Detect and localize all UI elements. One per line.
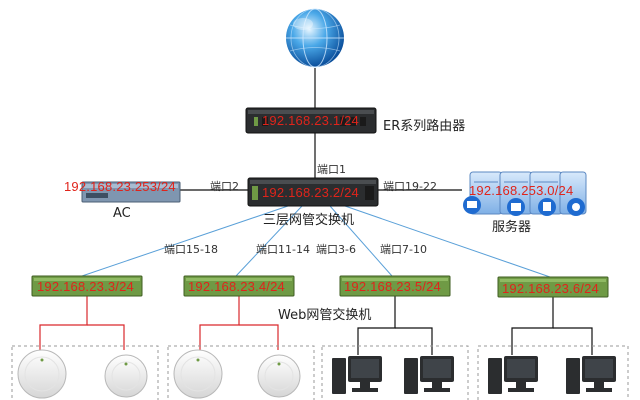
- port-sw3-label: 端口3-6: [316, 243, 356, 256]
- pc-link-4a: [511, 296, 554, 355]
- uplink-sw3: [329, 205, 393, 277]
- pc-4b-icon: [566, 356, 616, 394]
- ac-name-label: AC: [113, 206, 131, 221]
- core-switch-ip-label: 192.168.23.2/24: [262, 185, 359, 200]
- access-switch-3-icon: [339, 275, 451, 297]
- port-ac-label: 端口2: [210, 180, 239, 193]
- ap-link-1b: [87, 324, 125, 350]
- core-switch-device-icon: [247, 177, 379, 207]
- pc-link-3b: [395, 327, 433, 355]
- access-point-1a-icon: [17, 349, 67, 399]
- access-point-2b-icon: [257, 354, 301, 398]
- router-device-icon: [245, 107, 377, 134]
- port-sw2-label: 端口11-14: [256, 243, 310, 256]
- pc-3b-icon: [404, 356, 454, 394]
- pc-4a-icon: [488, 356, 538, 394]
- uplink-sw2: [235, 205, 303, 277]
- ap-link-1a: [39, 296, 88, 350]
- core-switch-name-label: 三层网管交换机: [263, 213, 355, 228]
- ap-group-2: [167, 345, 315, 400]
- access-switch-4-icon: [497, 276, 609, 298]
- router-ip-label: 192.168.23.1/24: [262, 113, 359, 128]
- ap-group-1: [11, 345, 159, 400]
- pc-link-4b: [553, 327, 593, 355]
- internet-globe-icon: [286, 8, 344, 68]
- web-switch-label: Web网管交换机: [278, 308, 372, 323]
- access-point-2a-icon: [173, 349, 223, 399]
- uplink-sw4: [344, 205, 551, 278]
- port-uplink-label: 端口1: [317, 163, 346, 176]
- access-switch-2-ip-label: 192.168.23.4/24: [188, 279, 285, 294]
- access-switch-1-ip-label: 192.168.23.3/24: [37, 279, 134, 294]
- port-sw1-label: 端口15-18: [164, 243, 218, 256]
- ap-link-2a: [199, 296, 240, 350]
- server-name-label: 服务器: [492, 220, 532, 235]
- access-switch-2-icon: [183, 275, 295, 297]
- access-point-1b-icon: [104, 354, 148, 398]
- pc-group-4: [477, 345, 629, 400]
- ac-ip-label: 192.168.23.253/24: [64, 179, 176, 194]
- ac-device-icon: [81, 181, 181, 203]
- server-ip-label: 192.168.253.0/24: [469, 183, 574, 198]
- access-switch-3-ip-label: 192.168.23.5/24: [344, 279, 441, 294]
- router-name-label: ER系列路由器: [383, 119, 466, 134]
- uplink-sw1: [81, 205, 289, 277]
- access-switch-icons: [31, 275, 609, 298]
- ap-link-2b: [239, 324, 279, 350]
- pc-icons: [332, 356, 616, 394]
- port-sw4-label: 端口7-10: [380, 243, 427, 256]
- pc-group-3: [321, 345, 469, 400]
- group-boxes: [11, 345, 629, 400]
- access-switch-1-icon: [31, 275, 143, 297]
- access-switch-4-ip-label: 192.168.23.6/24: [502, 281, 599, 296]
- pc-3a-icon: [332, 356, 382, 394]
- pc-link-3a: [357, 296, 396, 355]
- server-icon: [463, 171, 587, 216]
- access-point-icons: [17, 349, 301, 399]
- port-servers-label: 端口19-22: [383, 180, 437, 193]
